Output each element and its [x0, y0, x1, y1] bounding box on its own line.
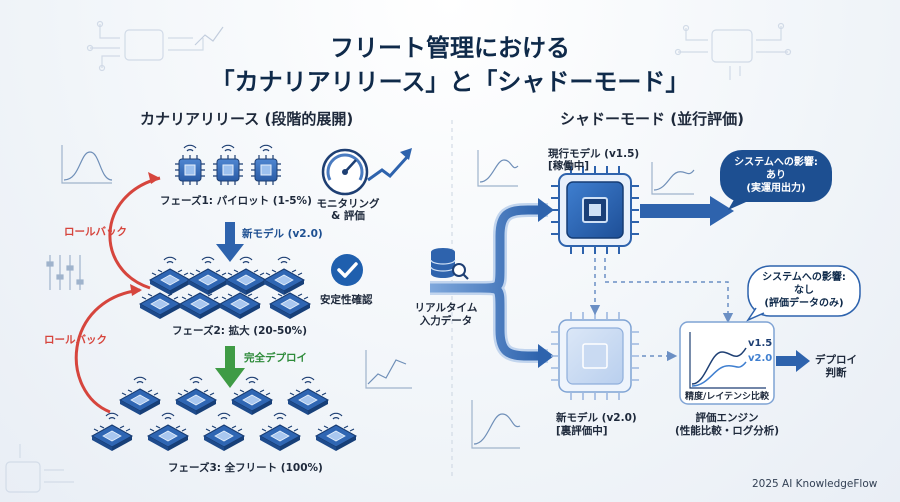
- impact-no-line-3: (評価データのみ): [764, 298, 844, 309]
- chart-legend-v15: v1.5: [748, 338, 773, 349]
- evaluation-engine-panel: [679, 321, 775, 405]
- stability-label: 安定性確認: [320, 294, 373, 306]
- input-flow-arrows: [430, 198, 554, 368]
- footer-credit: 2025 AI KnowledgeFlow: [752, 478, 878, 490]
- decor-circuit-bottom-left-icon: [5, 444, 74, 493]
- phase3-label: フェーズ3: 全フリート (100%): [168, 462, 323, 474]
- phase2-chip-front-1-icon: [138, 292, 182, 319]
- phase3-chip-row1-1-icon: [118, 376, 162, 415]
- phase2-chip-front-3-icon: [218, 292, 262, 319]
- phase3-chip-row2-2-icon: [146, 412, 190, 451]
- gauge-icon: [321, 148, 369, 196]
- impact-no-bubble: [745, 265, 861, 322]
- trend-up-arrow-icon: [367, 148, 412, 182]
- phase3-chip-row2-5-icon: [314, 412, 358, 451]
- new-model-label-line-1: 新モデル (v2.0): [556, 412, 637, 424]
- chart-legend-v20: v2.0: [748, 353, 773, 364]
- deploy-decision-label-line-2: 判断: [825, 367, 847, 379]
- phase2-chip-back-3-icon: [224, 256, 268, 295]
- current-model-label-line-2: [稼働中]: [548, 160, 590, 172]
- decor-growth-chart-icon: [651, 162, 695, 195]
- impact-yes-line-2: あり: [766, 170, 786, 181]
- phase2-chip-front-4-icon: [268, 292, 312, 319]
- decor-trend-chart-icon: [477, 150, 519, 187]
- database-icon: [430, 248, 469, 280]
- shadow-heading: シャドーモード (並行評価): [560, 110, 744, 128]
- phase1-label: フェーズ1: パイロット (1-5%): [160, 195, 312, 207]
- realtime-input-label-line-1: リアルタイム: [414, 302, 478, 314]
- new-model-down-arrow: [216, 222, 244, 262]
- phase2-chip-back-2-icon: [186, 256, 230, 295]
- impact-no-line-2: なし: [794, 285, 814, 296]
- page-title-line-2: 「カナリアリリース」と「シャドーモード」: [210, 68, 690, 96]
- decor-bell-chart-icon: [61, 145, 113, 184]
- phase2-chip-back-1-icon: [148, 256, 192, 295]
- evaluation-engine-label-line-1: 評価エンジン: [695, 412, 759, 424]
- impact-yes-bubble: [720, 150, 832, 210]
- decor-circuit-top-right-icon: [674, 22, 792, 80]
- phase1-chip-3-icon: [251, 144, 281, 185]
- monitoring-label-line-2: & 評価: [331, 210, 365, 222]
- decor-area-chart-icon: [471, 400, 521, 449]
- full-deploy-arrow-label: 完全デプロイ: [244, 352, 307, 364]
- new-model-arrow-label: 新モデル (v2.0): [242, 228, 323, 240]
- realtime-input-label-line-2: 入力データ: [419, 315, 473, 327]
- full-deploy-down-arrow: [215, 346, 245, 388]
- deploy-decision-arrow: [776, 350, 810, 372]
- current-model-label-line-1: 現行モデル (v1.5): [548, 148, 640, 160]
- phase3-chip-row1-3-icon: [230, 376, 274, 415]
- phase3-chip-row1-4-icon: [286, 376, 330, 415]
- rollback-label-2: ロールバック: [44, 334, 107, 346]
- monitoring-label-line-1: モニタリング: [316, 198, 380, 210]
- rollback-label-1: ロールバック: [64, 226, 127, 238]
- impact-yes-line-1: システムへの影響:: [734, 157, 818, 168]
- phase2-chip-group: [138, 256, 312, 319]
- phase3-chip-row2-1-icon: [90, 412, 134, 451]
- phase1-chip-group: [175, 144, 281, 185]
- phase1-chip-1-icon: [175, 144, 205, 185]
- impact-yes-line-3: (実運用出力): [746, 183, 806, 194]
- decor-circuit-top-left-icon: [86, 20, 224, 72]
- new-model-label-line-2: [裏評価中]: [556, 425, 608, 437]
- production-output-arrow: [640, 196, 734, 226]
- deploy-decision-label-line-1: デプロイ: [815, 354, 857, 366]
- chart-caption: 精度/レイテンシ比較: [684, 392, 770, 402]
- phase3-chip-row2-4-icon: [258, 412, 302, 451]
- phase1-chip-2-icon: [213, 144, 243, 185]
- checkmark-icon: [331, 254, 363, 286]
- shadow-dashed-connectors: [589, 258, 734, 362]
- page-title-line-1: フリート管理における: [330, 34, 570, 62]
- phase2-chip-front-2-icon: [178, 292, 222, 319]
- impact-no-line-1: システムへの影響:: [762, 272, 846, 283]
- canary-heading: カナリアリリース (段階的展開): [140, 110, 354, 128]
- phase3-chip-group: [90, 376, 358, 451]
- rollback-arrow-1: [108, 172, 161, 290]
- phase3-chip-row1-2-icon: [174, 376, 218, 415]
- decor-slider-icon: [46, 255, 84, 290]
- new-model-chip-icon: [551, 312, 639, 400]
- phase3-chip-row2-3-icon: [202, 412, 246, 451]
- phase2-chip-back-4-icon: [262, 256, 306, 295]
- rollback-arrow-2: [74, 284, 142, 414]
- current-model-chip-icon: [551, 166, 639, 254]
- decor-line-chart-icon: [365, 350, 412, 389]
- phase2-label: フェーズ2: 拡大 (20-50%): [172, 325, 307, 337]
- evaluation-engine-label-line-2: (性能比較・ログ分析): [674, 425, 780, 437]
